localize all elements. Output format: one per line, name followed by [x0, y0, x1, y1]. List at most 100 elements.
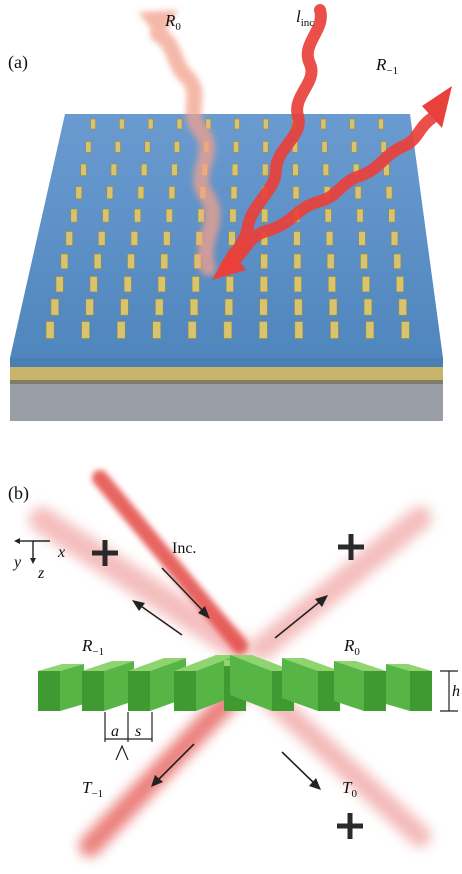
nanorod	[147, 118, 154, 130]
nanorod	[327, 276, 336, 293]
dim-lambda-mark	[115, 744, 129, 761]
nanorod	[55, 276, 64, 293]
b-rm1-label: R−1	[81, 636, 104, 658]
rm1-label: R−1	[375, 55, 398, 77]
nanorod	[45, 321, 55, 339]
nanorod	[134, 208, 141, 223]
nanorod	[325, 231, 334, 246]
arrow-rm1	[132, 600, 183, 636]
nanorod	[70, 208, 78, 223]
nanorod	[320, 118, 327, 130]
nanorod	[116, 321, 126, 339]
nanorod	[351, 141, 358, 153]
nanorod	[85, 298, 94, 316]
slab-bottom-layer	[10, 384, 443, 421]
nanorod	[294, 321, 304, 339]
nanorod	[144, 141, 151, 153]
panel-b-label: (b)	[8, 483, 29, 504]
panel-a: (a) R0 linc	[8, 4, 452, 421]
arrow-t0	[281, 751, 321, 790]
grating-bar	[38, 664, 84, 711]
grating-structure	[38, 655, 432, 711]
nanorod	[163, 231, 171, 246]
nanorod	[168, 186, 176, 200]
nanorod	[262, 118, 269, 130]
incident-wave-path	[220, 4, 327, 272]
nanorod	[363, 298, 373, 316]
nanorod	[130, 231, 138, 246]
nanorod	[123, 276, 132, 293]
slab-front-blue	[10, 358, 443, 367]
nanorod	[262, 163, 269, 176]
nanorod	[258, 321, 268, 339]
nanorod	[393, 253, 402, 269]
nanorod	[89, 276, 98, 293]
b-r0-label: R0	[343, 636, 360, 658]
nanorod	[165, 208, 173, 223]
grating-bar	[334, 661, 386, 711]
reflected-beam-r0	[138, 10, 221, 276]
reflected-beam-r-minus1	[222, 86, 452, 272]
nanorod	[114, 141, 121, 153]
nanorod	[326, 253, 335, 269]
arrow-r0	[274, 595, 328, 639]
axis-z-label: z	[37, 565, 45, 582]
nanorod	[294, 298, 303, 316]
plus-marker-upper-left	[92, 540, 118, 566]
nanorod	[157, 276, 166, 293]
arrow-incident	[161, 567, 210, 619]
beam-incident-core	[92, 470, 248, 654]
nanorod	[262, 141, 269, 153]
b-tm1-label: T−1	[82, 778, 103, 800]
nanorod	[398, 298, 407, 316]
beam-lower-left	[79, 679, 249, 857]
direction-arrows	[132, 567, 328, 790]
nanorod	[81, 321, 90, 339]
nanorod	[321, 141, 328, 153]
rm1-wave-path	[222, 112, 438, 272]
nanorod	[155, 298, 164, 316]
nanorod	[174, 141, 180, 153]
nanorod	[401, 321, 410, 339]
nanorod	[358, 231, 366, 246]
axis-y-label: y	[12, 554, 22, 571]
nanorod	[385, 186, 393, 200]
dim-h-label: h	[452, 683, 460, 700]
phase-markers	[92, 534, 364, 839]
nanorod	[259, 298, 268, 316]
axis-x-label: x	[57, 544, 65, 561]
nanorod	[365, 321, 375, 339]
nanorod	[228, 231, 236, 246]
nanorod	[360, 253, 368, 269]
nanorod	[292, 163, 299, 176]
dimension-marks	[104, 670, 458, 761]
nanorod	[328, 298, 338, 316]
nanorod	[324, 208, 332, 223]
b-t0-label: T0	[342, 778, 357, 800]
nanorod	[60, 253, 69, 269]
nanorod	[330, 321, 339, 339]
nanorod	[75, 186, 83, 200]
r0-label: R0	[164, 11, 181, 33]
panel-b: (b)	[8, 470, 460, 857]
gold-nanorod-array	[45, 118, 410, 339]
panel-a-label: (a)	[8, 52, 28, 73]
nanorod	[388, 208, 396, 223]
nanorod	[261, 208, 269, 223]
r0-arrowhead	[138, 10, 178, 40]
nanorod	[119, 118, 125, 130]
nanorod	[390, 231, 399, 246]
beam-upper-left	[29, 507, 251, 661]
grating-bar	[282, 658, 340, 711]
nanorod	[293, 253, 302, 269]
nanorod	[160, 253, 169, 269]
nanorod	[120, 298, 129, 316]
nanorod	[395, 276, 404, 293]
nanorod	[224, 298, 233, 316]
nanorod	[127, 253, 135, 269]
nanorod	[90, 118, 96, 130]
nanorod	[234, 118, 240, 130]
nanorod	[50, 298, 59, 316]
nanorod	[292, 186, 300, 200]
